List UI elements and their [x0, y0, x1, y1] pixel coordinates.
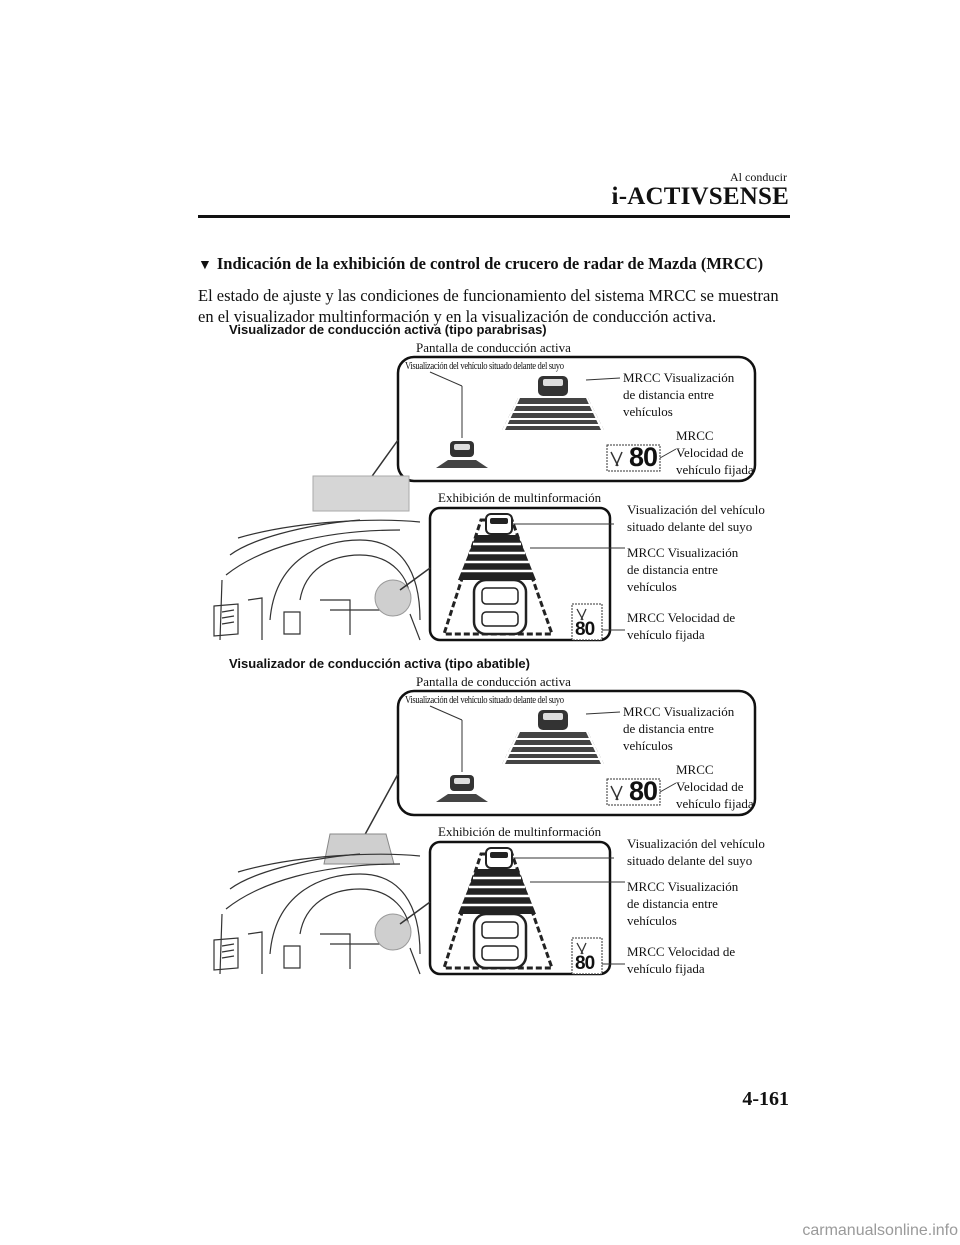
figure-2-hud-speed-2: Velocidad de [676, 778, 744, 795]
page-number: 4-161 [0, 1088, 789, 1111]
figure-2-hud-speed-value: 80 [629, 776, 657, 807]
figure-2-hud-vehicle-ahead: Visualización del vehículo situado delan… [405, 695, 564, 706]
figure-2-hud-distance-1: MRCC Visualización [623, 703, 734, 720]
figure-2-mid-vehicle-2: situado delante del suyo [627, 852, 752, 869]
figure-2-hud-speed-1: MRCC [676, 761, 714, 778]
figure-2-hud-speed-3: vehículo fijada [676, 795, 754, 812]
combiner-hud-screen [324, 834, 394, 864]
figure-2-mid-speed-2: vehículo fijada [627, 960, 705, 977]
figure-2-multi-info-label: Exhibición de multinformación [438, 823, 601, 840]
figure-2-mid-distance-3: vehículos [627, 912, 677, 929]
watermark: carmanualsonline.info [0, 1222, 958, 1240]
figure-2-mid-distance-2: de distancia entre [627, 895, 718, 912]
figure-2-multi-info-panel [430, 842, 625, 974]
figure-2-mid-vehicle-1: Visualización del vehículo [627, 835, 765, 852]
figure-2-mid-distance-1: MRCC Visualización [627, 878, 738, 895]
figure-2-mid-speed-value: 80 [575, 953, 594, 975]
figure-2-mid-speed-1: MRCC Velocidad de [627, 943, 735, 960]
figure-2-hud-distance-3: vehículos [623, 737, 673, 754]
figure-2-hud-distance-2: de distancia entre [623, 720, 714, 737]
